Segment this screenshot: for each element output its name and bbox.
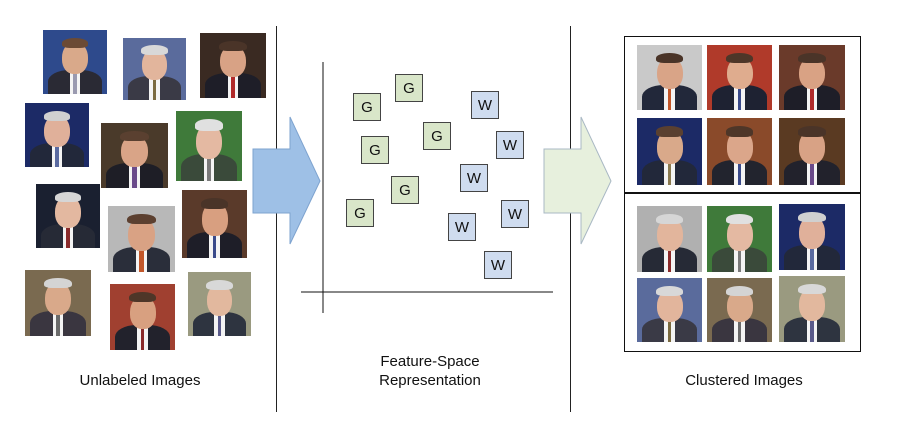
unlabeled-face-photo: [123, 38, 186, 100]
point-w: W: [501, 200, 529, 228]
point-w: W: [484, 251, 512, 279]
clustered-face-photo: [637, 118, 702, 185]
cluster-separator: [624, 192, 861, 194]
point-g-label: G: [361, 98, 373, 116]
arrow-right-icon: [543, 116, 612, 245]
point-w: W: [448, 213, 476, 241]
point-g: G: [423, 122, 451, 150]
unlabeled-face-photo: [188, 272, 251, 336]
unlabeled-face-photo: [25, 270, 91, 336]
unlabeled-face-photo: [25, 103, 89, 167]
clustered-face-photo: [637, 45, 702, 110]
point-g: G: [395, 74, 423, 102]
point-g: G: [353, 93, 381, 121]
caption-feature-space-line2: Representation: [379, 372, 481, 389]
caption-unlabeled-images: Unlabeled Images: [79, 372, 201, 389]
point-w-label: W: [490, 256, 506, 274]
unlabeled-face-photo: [108, 206, 175, 272]
point-w-label: W: [466, 169, 482, 187]
divider-right: [570, 26, 571, 412]
point-g: G: [391, 176, 419, 204]
arrow-right-shape: [543, 116, 612, 245]
clustered-face-photo: [637, 206, 702, 272]
point-g: G: [346, 199, 374, 227]
clustered-face-photo: [779, 45, 845, 110]
clustered-face-photo: [707, 206, 772, 272]
point-g-label: G: [403, 79, 415, 97]
caption-feature-space: Feature-Space Representation: [330, 352, 530, 390]
unlabeled-face-photo: [36, 184, 100, 248]
unlabeled-face-photo: [182, 190, 247, 258]
arrow-right-shape: [252, 116, 321, 245]
unlabeled-face-photo: [110, 284, 175, 350]
point-g-label: G: [399, 181, 411, 199]
unlabeled-face-photo: [43, 30, 107, 94]
point-w: W: [496, 131, 524, 159]
point-w-label: W: [454, 218, 470, 236]
point-g-label: G: [369, 141, 381, 159]
unlabeled-face-photo: [200, 33, 266, 98]
clustered-images-frame: [624, 36, 861, 352]
caption-feature-space-line1: Feature-Space: [380, 353, 480, 370]
point-g-label: G: [354, 204, 366, 222]
point-w-label: W: [477, 96, 493, 114]
divider-left: [276, 26, 277, 412]
clustered-face-photo: [779, 118, 845, 185]
clustered-face-photo: [707, 45, 772, 110]
clustered-face-photo: [637, 278, 702, 342]
arrow-right-icon: [252, 116, 321, 245]
point-w-label: W: [502, 136, 518, 154]
caption-clustered-images: Clustered Images: [685, 372, 803, 389]
feature-space-axes: [301, 62, 553, 313]
clustered-face-photo: [779, 204, 845, 270]
unlabeled-face-photo: [101, 123, 168, 188]
point-w: W: [471, 91, 499, 119]
point-g: G: [361, 136, 389, 164]
unlabeled-face-photo: [176, 111, 242, 181]
clustered-face-photo: [779, 276, 845, 342]
point-w: W: [460, 164, 488, 192]
clustered-face-photo: [707, 118, 772, 185]
point-w-label: W: [507, 205, 523, 223]
clustered-face-photo: [707, 278, 772, 342]
point-g-label: G: [431, 127, 443, 145]
